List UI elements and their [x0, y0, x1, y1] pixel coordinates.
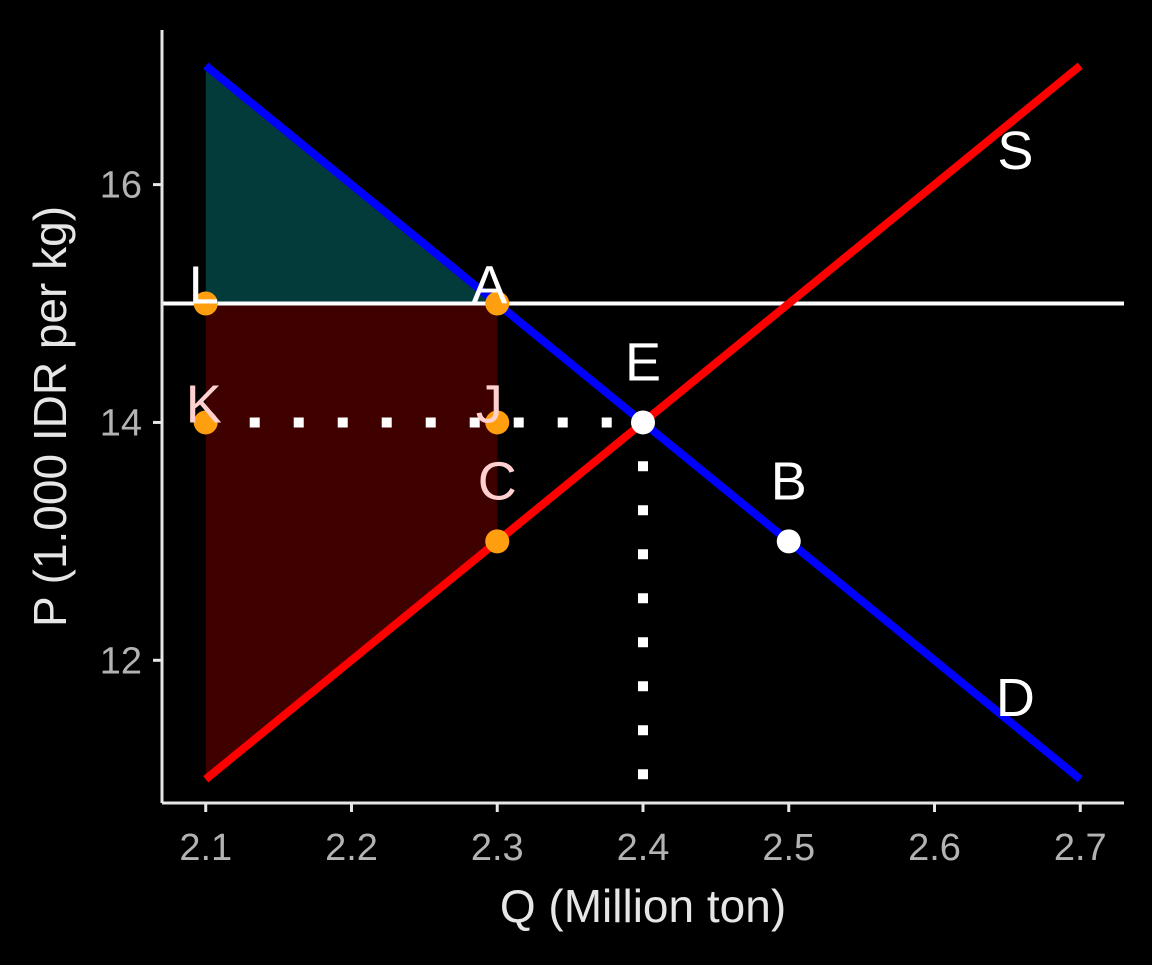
point-label-j: J: [476, 374, 503, 434]
point-e: [631, 410, 655, 435]
point-label-e: E: [625, 332, 661, 392]
reference-lines: [162, 301, 1124, 780]
x-tick-label: 2.1: [179, 827, 232, 869]
point-b: [776, 529, 801, 554]
shaded-area-2: [205, 303, 498, 780]
y-tick-label: 14: [100, 402, 142, 444]
labels: L A K JC E B S D: [186, 121, 1035, 728]
points: [193, 291, 801, 554]
curve-label-d: D: [996, 668, 1035, 728]
x-axis-title: Q (Million ton): [500, 880, 786, 932]
point-label-a: A: [471, 256, 507, 316]
point-l: [193, 291, 218, 316]
point-label-b: B: [771, 451, 807, 511]
point-a: [485, 291, 510, 316]
x-tick-label: 2.2: [325, 827, 378, 869]
x-tick-label: 2.5: [762, 827, 815, 869]
x-tick-label: 2.6: [908, 827, 961, 869]
point-label-k: K: [186, 374, 222, 434]
point-j: [485, 410, 510, 435]
x-tick-label: 2.4: [617, 827, 670, 869]
axes: 2.1 2.2 2.3 2.4 2.5 2.6 2.7 12 14 16: [100, 30, 1124, 869]
curve-label-s: S: [997, 121, 1033, 181]
y-tick-label: 12: [100, 640, 142, 682]
point-k: [193, 410, 218, 435]
x-tick-label: 2.7: [1054, 827, 1107, 869]
point-label-c: C: [478, 451, 517, 511]
y-axis-title: P (1.000 IDR per kg): [24, 206, 76, 627]
x-tick-label: 2.3: [471, 827, 524, 869]
y-tick-label: 16: [100, 165, 142, 207]
point-label-l: L: [189, 256, 219, 316]
point-c: [485, 529, 510, 554]
